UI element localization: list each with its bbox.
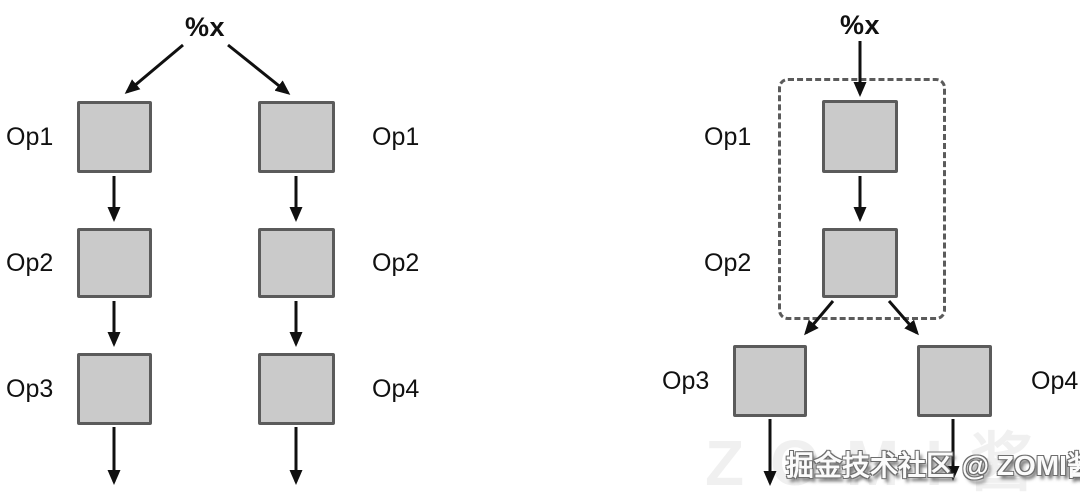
left-root-value-label: %x	[184, 12, 226, 42]
watermark: 掘金技术社区 @ ZOMI酱	[786, 450, 1080, 481]
left-chain1-op3-label: Op3	[6, 375, 54, 403]
watermark-ghost: ZOMI酱	[705, 427, 1059, 493]
left-chain1-op3-box	[77, 353, 152, 425]
left-chain2-op2-box	[258, 228, 335, 298]
left-chain2-op4-label: Op4	[372, 375, 420, 403]
right-op1-label: Op1	[704, 123, 752, 151]
left-chain1-op2-label: Op2	[6, 249, 54, 277]
right-op2-label: Op2	[704, 249, 752, 277]
left-chain2-op1-label: Op1	[372, 123, 420, 151]
left-chain2-op1-box	[258, 101, 335, 173]
fusion-region-dashed-border	[778, 78, 946, 320]
right-op3-label: Op3	[662, 367, 710, 395]
right-op1-box	[822, 100, 898, 173]
left-chain1-op2-box	[77, 228, 152, 298]
left-chain1-op1-label: Op1	[6, 123, 54, 151]
left-chain2-op4-box	[258, 353, 335, 425]
right-op4-box	[917, 345, 992, 417]
left-chain2-op2-label: Op2	[372, 249, 420, 277]
right-op3-box	[733, 345, 807, 417]
left-chain1-op1-box	[77, 101, 152, 173]
right-op2-box	[822, 228, 898, 298]
right-op4-label: Op4	[1031, 367, 1079, 395]
right-root-value-label: %x	[839, 10, 881, 40]
